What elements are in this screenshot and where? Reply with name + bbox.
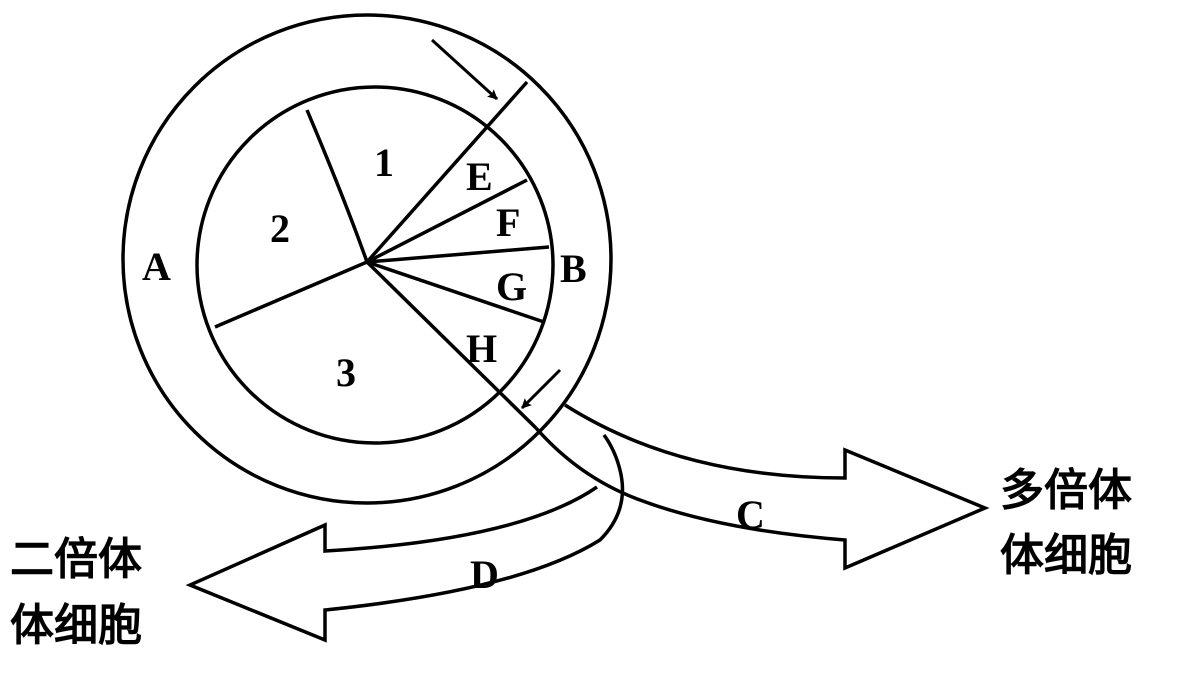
- outer-ring: [121, 13, 613, 505]
- arrow-D: [185, 433, 625, 643]
- ring-label-B: B: [560, 246, 587, 291]
- inner-circle: [195, 85, 555, 445]
- division-line-2-3: [214, 260, 368, 329]
- division-line-F-G: [366, 245, 550, 264]
- pointer-arrow-top: [430, 38, 499, 101]
- pointer-arrow-bottom: [520, 368, 562, 410]
- division-line-G-H: [366, 260, 545, 324]
- phase-label-E: E: [466, 154, 493, 199]
- ring-label-A: A: [142, 244, 171, 289]
- diploid-label-line1: 二倍体: [10, 534, 142, 585]
- polyploid-label-line2: 体细胞: [1000, 530, 1132, 581]
- arrow-C: [534, 403, 990, 571]
- phase-label-H: H: [466, 326, 497, 371]
- phase-label-G: G: [496, 264, 527, 309]
- phase-label-2: 2: [270, 206, 290, 251]
- phase-label-F: F: [496, 200, 520, 245]
- phase-label-3: 3: [336, 350, 356, 395]
- arrow-label-D: D: [470, 552, 499, 597]
- division-line-H-3: [365, 260, 538, 430]
- division-line-1-2: [305, 109, 369, 263]
- polyploid-label-line1: 多倍体: [1000, 465, 1132, 516]
- phase-label-1: 1: [374, 140, 394, 185]
- division-line-1-E: [365, 80, 529, 264]
- division-line-E-F: [366, 178, 528, 264]
- arrow-label-C: C: [736, 492, 765, 537]
- diploid-label-line2: 体细胞: [10, 600, 142, 651]
